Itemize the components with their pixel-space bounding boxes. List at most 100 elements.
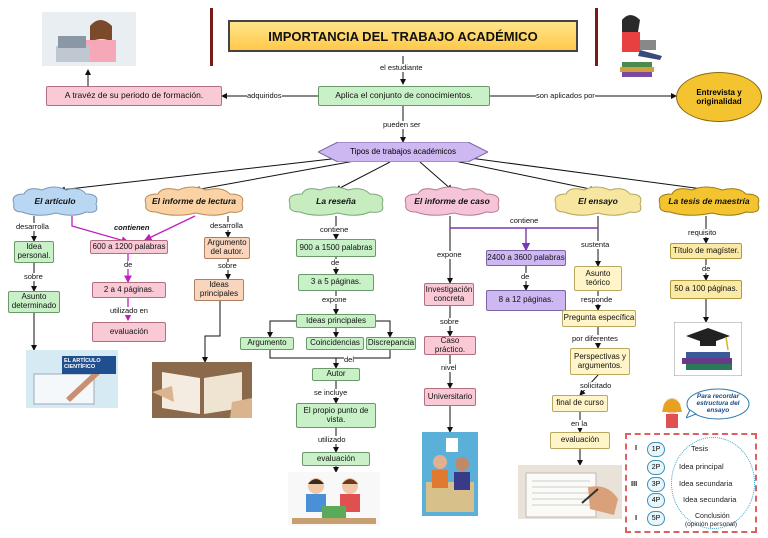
part-idea-secundaria-1: Idea secundaria [679,479,733,488]
students-reading-illustration [288,472,380,526]
link-el-estudiante: el estudiante [380,63,423,72]
cloud-informe-lectura: El informe de lectura [142,186,246,216]
link-requisito: requisito [688,228,717,237]
part-idea-secundaria-2: Idea secundaria [683,495,737,504]
student-laptop-photo [42,12,136,66]
perspectivas-node: Perspectivas y argumentos. [570,348,630,375]
essay-structure-box: I III I 1P 2P 3P 4P 5P Tesis Idea princi… [625,433,757,533]
link-desarrolla-articulo: desarrolla [16,222,49,231]
cloud-articulo-label: El artículo [34,196,76,206]
argumento-node: Argumento [240,337,294,350]
cloud-tesis: La tesis de maestría [656,186,762,216]
ideas-principales-lectura-node: Ideas principales [194,279,244,301]
part-idea-principal: Idea principal [679,462,724,471]
evaluacion-lectura-node: evaluación [92,322,166,342]
argumento-autor-node: Argumento del autor. [204,237,250,259]
graduation-books-illustration [674,322,742,376]
part-conclusion: Conclusión [695,513,730,520]
paragraph-2: 2P [647,460,665,475]
reminder-girl-icon [660,396,684,432]
part-opinion-personal: (opinión personal) [685,521,738,528]
cloud-tesis-label: La tesis de maestría [668,196,750,206]
page-title: IMPORTANCIA DEL TRABAJO ACADÉMICO [228,20,578,52]
pages-8-12-node: 8 a 12 páginas. [486,290,566,311]
link-de-lectura: de [124,260,133,269]
link-de-resena: de [331,258,340,267]
autor-node: Autor [312,368,360,381]
roman-1-bottom: I [635,513,638,522]
idea-personal-node: Idea personal. [14,241,54,263]
articulo-caption: EL ARTÍCULO CIENTÍFICO [64,358,101,371]
originality-node: Entrevista y originalidad [676,72,762,122]
paragraph-3: 3P [647,477,665,492]
link-por-diferentes: por diferentes [572,334,618,343]
link-sobre-articulo: sobre [24,272,43,281]
cloud-informe-caso-label: El informe de caso [414,196,490,206]
words-2400-3600-node: 2400 a 3600 palabras [486,250,566,266]
link-de-shared: de [521,272,530,281]
words-900-1500-node: 900 a 1500 palabras [296,239,376,257]
link-utilizado-resena: utilizado [318,435,346,444]
cloud-articulo: El artículo [10,186,100,216]
link-nivel: nivel [441,363,457,372]
paragraph-4: 4P [647,493,665,508]
coincidencias-node: Coincidencias [306,337,364,350]
link-expone-resena: expone [322,295,347,304]
student-books-illustration [600,10,682,78]
cloud-informe-caso: El informe de caso [402,186,502,216]
cloud-ensayo: El ensayo [552,186,644,216]
pages-50-100-node: 50 a 100 páginas. [670,280,742,299]
asunto-teorico-node: Asunto teórico [574,266,622,291]
open-book-photo [152,362,252,418]
asunto-determinado-node: Asunto determinado [8,291,60,313]
link-en-la: en la [571,419,588,428]
types-text: Tipos de trabajos académicos [350,147,456,156]
link-sustenta: sustenta [581,240,610,249]
cloud-ensayo-label: El ensayo [578,196,618,206]
cloud-informe-lectura-label: El informe de lectura [151,196,237,206]
writing-photo [518,465,622,519]
final-de-curso-node: final de curso [552,395,608,412]
reminder-text: Para recordar estructura del ensayo [696,393,740,414]
originality-text: Entrevista y originalidad [696,88,742,106]
roman-1-top: I [635,443,638,452]
students-discussion-illustration [422,432,478,516]
universitario-node: Universitario [424,388,476,406]
part-tesis: Tesis [691,444,709,453]
link-adquiridos: adquiridos [247,91,282,100]
articulo-cientifico-photo: EL ARTÍCULO CIENTÍFICO [26,350,118,408]
cloud-resena-label: La reseña [316,196,356,206]
link-del: del [344,355,355,364]
cloud-resena: La reseña [286,186,386,216]
link-pueden-ser: pueden ser [383,120,421,129]
titulo-magister-node: Título de magíster. [670,243,742,259]
pages-2-4-node: 2 a 4 páginas. [92,282,166,298]
pregunta-especifica-node: Pregunta específica [562,310,636,327]
link-responde: responde [581,295,613,304]
link-expone-caso: expone [437,250,462,259]
pages-3-5-node: 3 a 5 páginas. [298,274,374,291]
link-desarrolla-lectura: desarrolla [210,221,243,230]
reminder-bubble: Para recordar estructura del ensayo [686,388,750,422]
link-solicitado: solicitado [580,381,612,390]
punto-de-vista-node: El propio punto de vista. [296,403,376,428]
investigacion-concreta-node: Investigación concreta [424,283,474,306]
evaluacion-ensayo-node: evaluación [550,432,610,449]
main-node: Aplica el conjunto de conocimientos. [318,86,490,106]
link-contiene-resena: contiene [320,225,349,234]
roman-3: III [631,479,638,488]
evaluacion-resena-node: evaluación [302,452,370,466]
link-sobre-lectura: sobre [218,261,237,270]
paragraph-1: 1P [647,442,665,457]
link-utilizado-en: utilizado en [110,306,148,315]
link-se-incluye: se incluye [314,388,348,397]
ideas-principales-resena-node: Ideas principales [296,314,376,328]
link-contienen: contienen [114,223,150,232]
words-600-1200-node: 600 a 1200 palabras [90,240,168,254]
paragraph-5: 5P [647,511,665,526]
title-frame [210,8,598,66]
discrepancia-node: Discrepancia [366,337,416,350]
types-node: Tipos de trabajos académicos [318,142,488,162]
link-de-tesis: de [702,264,711,273]
